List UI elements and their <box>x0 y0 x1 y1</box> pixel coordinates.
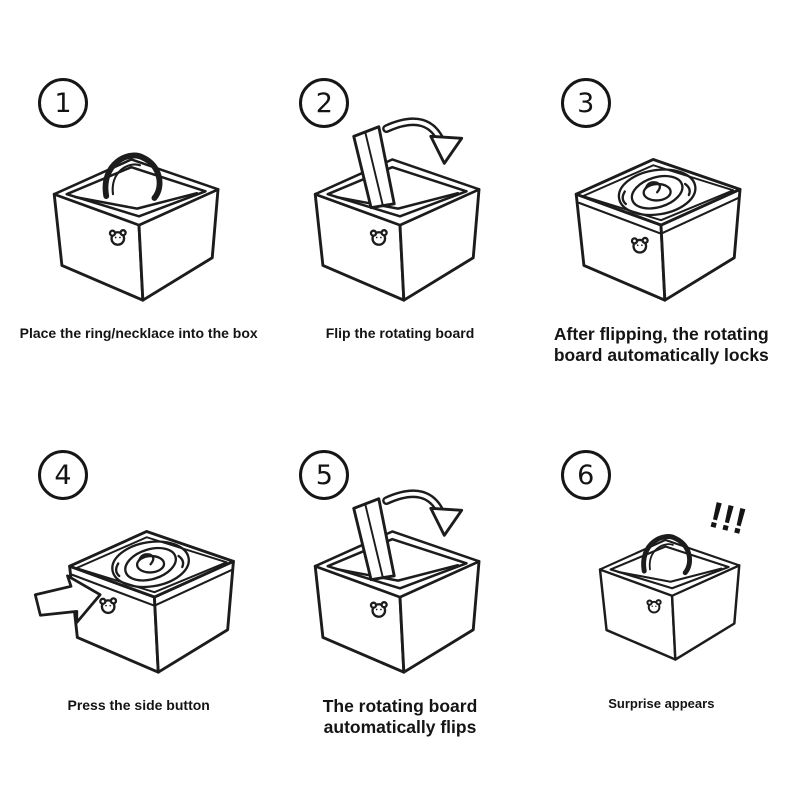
closed-rose-box-illustration <box>575 158 742 302</box>
exclamation-marks: !!! <box>706 494 751 543</box>
step-1: 1 Place the ring/necklace into the box <box>8 62 269 408</box>
flip-board-illustration <box>313 485 481 674</box>
bear-button-icon <box>98 597 117 615</box>
step-1-illustration <box>33 106 245 318</box>
step-2-illustration <box>294 106 506 318</box>
bear-button-icon <box>369 229 388 246</box>
step-4: 4 Press the side button <box>8 434 269 780</box>
step-1-number: 1 <box>38 78 88 128</box>
step-5: 5 The rotating board automatically flips <box>269 434 530 780</box>
step-2: 2 Flip the rotating board <box>269 62 530 408</box>
step-6-illustration: !!! <box>555 478 767 690</box>
step-1-caption: Place the ring/necklace into the box <box>19 325 258 341</box>
step-6: 6 !!! Surprise appears <box>531 434 792 780</box>
step-3: 3 After flipping, the rotating board aut… <box>531 62 792 408</box>
bear-button-icon <box>108 229 127 246</box>
bear-button-icon <box>631 236 650 254</box>
press-button-illustration <box>32 530 235 674</box>
step-5-number: 5 <box>299 450 350 500</box>
instruction-steps-grid: 1 Place the ring/necklace into the box 2 <box>8 62 792 780</box>
step-3-caption: After flipping, the rotating board autom… <box>553 324 769 365</box>
step-2-caption: Flip the rotating board <box>325 325 475 341</box>
step-6-caption: Surprise appears <box>608 696 715 711</box>
step-5-caption: The rotating board automatically flips <box>322 696 478 737</box>
step-3-number: 3 <box>560 78 611 128</box>
step-3-illustration <box>555 106 767 318</box>
step-6-number: 6 <box>560 450 611 500</box>
step-4-caption: Press the side button <box>67 697 210 713</box>
open-box-with-ring-illustration <box>52 113 220 302</box>
step-2-number: 2 <box>299 78 350 128</box>
step-4-number: 4 <box>38 450 88 500</box>
flip-arrow-icon <box>386 494 461 536</box>
step-4-illustration <box>32 478 245 690</box>
step-5-illustration <box>294 478 506 690</box>
surprise-box-illustration: !!! <box>599 494 751 661</box>
bear-button-icon <box>646 599 663 614</box>
flip-board-illustration <box>313 113 481 302</box>
bear-button-icon <box>369 601 388 618</box>
flip-arrow-icon <box>386 122 461 164</box>
